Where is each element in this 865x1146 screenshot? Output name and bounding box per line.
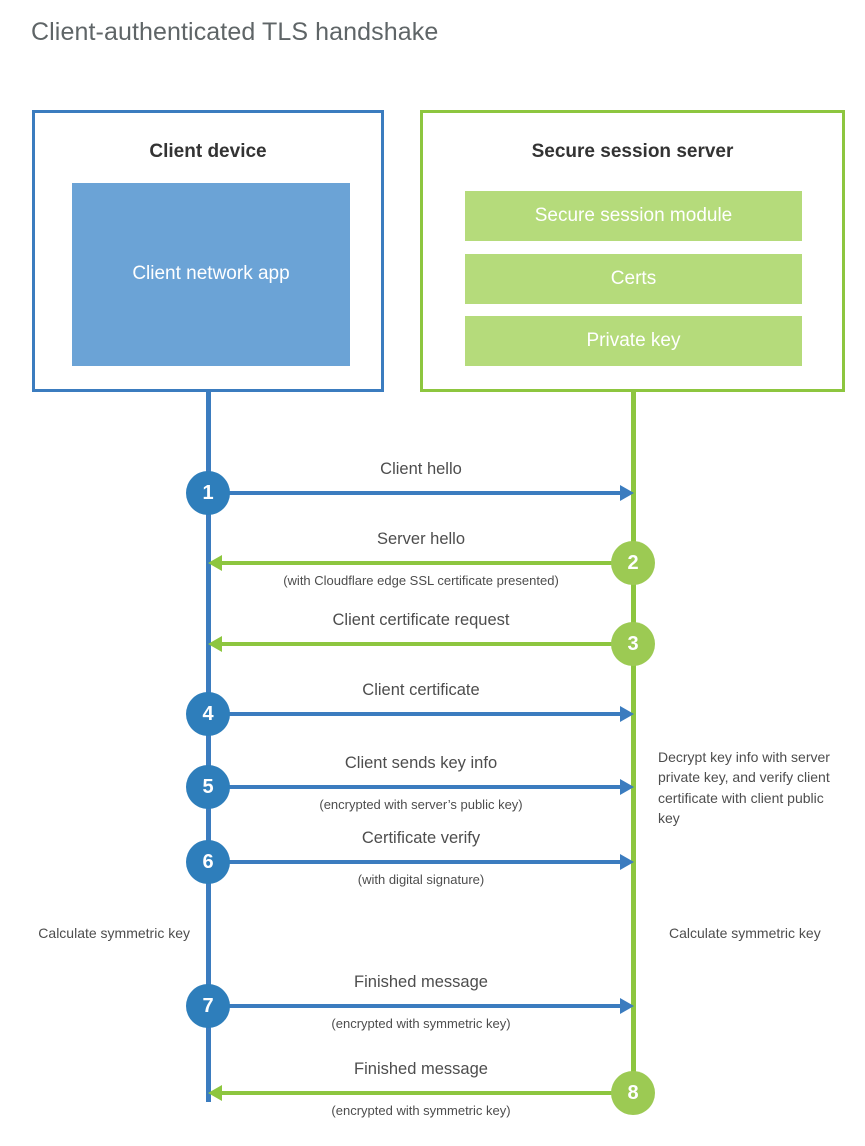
message-label-8: Finished message — [354, 1060, 488, 1078]
message-arrow-line-7 — [211, 1004, 621, 1008]
step-circle-2[interactable]: 2 — [611, 541, 655, 585]
message-arrow-line-5 — [211, 785, 621, 789]
annotation-client-calculate-symmetric-key: Calculate symmetric key — [38, 925, 190, 941]
message-arrow-line-3 — [222, 642, 631, 646]
arrowhead-left-8 — [208, 1085, 222, 1101]
message-sublabel-2: (with Cloudflare edge SSL certificate pr… — [283, 573, 559, 588]
arrowhead-left-2 — [208, 555, 222, 571]
message-label-3: Client certificate request — [332, 611, 510, 629]
step-circle-4[interactable]: 4 — [186, 692, 230, 736]
annotation-server-calculate-symmetric-key: Calculate symmetric key — [669, 925, 821, 941]
arrowhead-right-1 — [620, 485, 634, 501]
client-device-title: Client device — [149, 141, 267, 162]
message-arrow-line-8 — [222, 1091, 631, 1095]
step-circle-1[interactable]: 1 — [186, 471, 230, 515]
annotation-server-decrypt: Decrypt key info with server private key… — [658, 749, 830, 826]
server-block-secure-session-module: Secure session module — [465, 191, 802, 241]
message-arrow-line-4 — [211, 712, 621, 716]
step-circle-3[interactable]: 3 — [611, 622, 655, 666]
server-lifeline — [631, 390, 636, 1096]
step-circle-5[interactable]: 5 — [186, 765, 230, 809]
client-network-app-block: Client network app — [72, 183, 350, 366]
message-label-4: Client certificate — [362, 681, 480, 699]
secure-session-server-box: Secure session server Secure session mod… — [420, 110, 845, 392]
message-arrow-line-2 — [222, 561, 631, 565]
step-circle-7[interactable]: 7 — [186, 984, 230, 1028]
message-label-5: Client sends key info — [344, 754, 498, 772]
message-sublabel-8: (encrypted with symmetric key) — [331, 1103, 511, 1118]
message-arrow-line-6 — [211, 860, 621, 864]
message-arrow-line-1 — [211, 491, 621, 495]
server-block-certs: Certs — [465, 254, 802, 304]
client-lifeline — [206, 390, 211, 1102]
arrowhead-right-6 — [620, 854, 634, 870]
arrowhead-right-4 — [620, 706, 634, 722]
client-device-box: Client device Client network app — [32, 110, 384, 392]
arrowhead-right-7 — [620, 998, 634, 1014]
page-title: Client-authenticated TLS handshake — [31, 18, 439, 46]
message-sublabel-5: (encrypted with server’s public key) — [319, 797, 523, 812]
message-sublabel-6: (with digital signature) — [357, 872, 485, 887]
server-block-private-key: Private key — [465, 316, 802, 366]
message-label-2: Server hello — [376, 530, 466, 548]
step-circle-8[interactable]: 8 — [611, 1071, 655, 1115]
arrowhead-left-3 — [208, 636, 222, 652]
message-label-6: Certificate verify — [361, 829, 481, 847]
message-label-1: Client hello — [380, 460, 462, 478]
arrowhead-right-5 — [620, 779, 634, 795]
message-sublabel-7: (encrypted with symmetric key) — [331, 1016, 511, 1031]
message-label-7: Finished message — [354, 973, 488, 991]
secure-session-server-title: Secure session server — [531, 141, 734, 162]
step-circle-6[interactable]: 6 — [186, 840, 230, 884]
